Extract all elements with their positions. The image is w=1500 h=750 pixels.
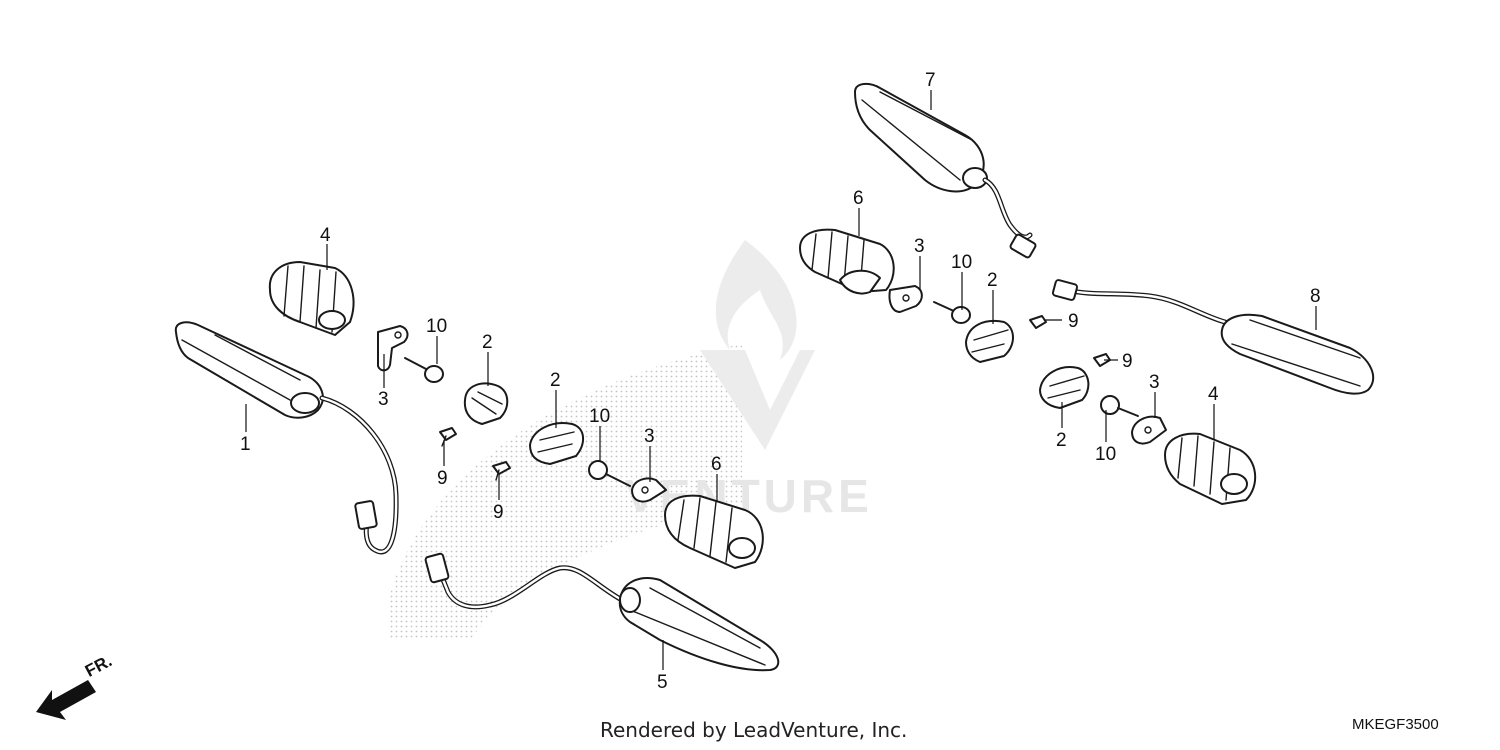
bracket-right-bottom bbox=[1131, 415, 1167, 445]
watermark-flame-icon bbox=[715, 240, 797, 360]
callout-bracket-left-bottom: 3 bbox=[644, 426, 655, 447]
wire-right-front bbox=[982, 177, 1037, 259]
callout-lamp-left-rear: 5 bbox=[657, 672, 668, 693]
callout-bolt-left-top: 10 bbox=[426, 316, 447, 337]
grommet-left-inner bbox=[463, 382, 509, 425]
screw-right-top bbox=[1029, 315, 1047, 329]
callout-cover-left-top: 4 bbox=[320, 225, 331, 246]
wire-left-rear bbox=[424, 552, 625, 610]
callout-lamp-right-rear: 8 bbox=[1310, 286, 1321, 307]
callout-screw-right-top: 9 bbox=[1068, 311, 1079, 332]
screw-left-a bbox=[439, 427, 457, 447]
callout-bolt-right-bottom: 10 bbox=[1095, 444, 1116, 465]
cover-left-top bbox=[268, 261, 355, 336]
lamp-left-rear bbox=[618, 577, 780, 672]
callout-bolt-left-bottom: 10 bbox=[589, 406, 610, 427]
lamp-right-rear bbox=[1220, 313, 1375, 395]
watermark-stipple bbox=[390, 344, 742, 640]
wire-left-front bbox=[319, 395, 399, 555]
callout-grommet-left-inner: 2 bbox=[482, 332, 493, 353]
callout-bolt-right-top: 10 bbox=[951, 252, 972, 273]
grommet-left-outer bbox=[529, 422, 584, 465]
footer-credit: Rendered by LeadVenture, Inc. bbox=[600, 718, 908, 742]
callout-screw-left-b: 9 bbox=[493, 502, 504, 523]
cover-right-top bbox=[799, 228, 895, 295]
wire-right-rear bbox=[1051, 279, 1228, 325]
callout-lamp-right-front: 7 bbox=[925, 70, 936, 91]
callout-screw-right-bottom: 9 bbox=[1122, 351, 1133, 372]
watermark: VENTURE bbox=[390, 240, 869, 640]
callout-cover-right-bottom: 4 bbox=[1208, 384, 1219, 405]
bracket-right-top bbox=[888, 285, 923, 313]
callout-labels: 4 1 3 10 2 9 9 2 10 3 6 5 7 6 3 10 2 9 8… bbox=[240, 70, 1321, 693]
leader-lines bbox=[245, 90, 1317, 670]
callout-bracket-left-top: 3 bbox=[378, 389, 389, 410]
callout-cover-right-top: 6 bbox=[853, 188, 864, 209]
bolt-left-bottom bbox=[588, 460, 631, 487]
callout-grommet-left-outer: 2 bbox=[550, 370, 561, 391]
direction-arrow-icon bbox=[36, 680, 96, 720]
diagram-code: MKEGF3500 bbox=[1352, 716, 1439, 733]
bolt-right-top bbox=[933, 301, 971, 324]
bolt-right-bottom bbox=[1100, 395, 1139, 417]
grommet-right-top bbox=[965, 320, 1014, 363]
watermark-v-icon bbox=[700, 350, 815, 450]
grommet-right-bottom bbox=[1039, 366, 1090, 409]
lamp-left-front bbox=[174, 321, 324, 419]
callout-bracket-right-bottom: 3 bbox=[1149, 372, 1160, 393]
callout-lamp-left-front: 1 bbox=[240, 434, 251, 455]
callout-grommet-right-top: 2 bbox=[987, 270, 998, 291]
bolt-left-top bbox=[404, 357, 444, 383]
callout-screw-left-a: 9 bbox=[437, 468, 448, 489]
bracket-left-bottom bbox=[631, 477, 667, 503]
callout-grommet-right-bottom: 2 bbox=[1056, 430, 1067, 451]
callout-bracket-right-top: 3 bbox=[914, 236, 925, 257]
lamp-right-front bbox=[854, 82, 988, 193]
callout-cover-left-bottom: 6 bbox=[711, 454, 722, 475]
cover-left-bottom bbox=[664, 494, 764, 569]
cover-right-bottom bbox=[1164, 432, 1257, 505]
bracket-left-top bbox=[377, 325, 409, 372]
screw-left-b bbox=[492, 461, 511, 481]
